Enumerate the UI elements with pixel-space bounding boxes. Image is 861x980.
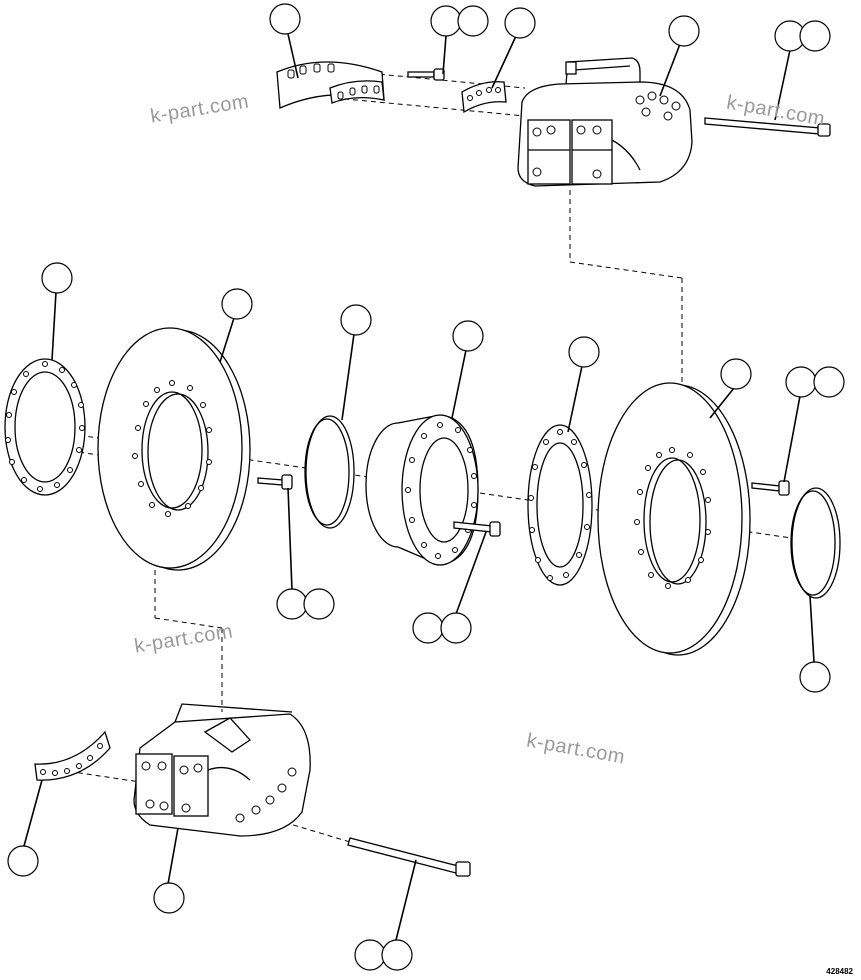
callout-balloon xyxy=(340,304,372,336)
callout-balloon xyxy=(452,320,484,352)
upper-short-bolt xyxy=(407,68,445,81)
drawing-number: 428482 xyxy=(826,967,853,976)
callout-balloon xyxy=(412,612,444,644)
gasket xyxy=(4,358,86,496)
callout-balloon xyxy=(153,882,185,914)
callout-balloon xyxy=(504,7,536,39)
callout-balloon xyxy=(813,366,845,398)
right-brake-disc xyxy=(597,382,751,656)
callout-balloons xyxy=(7,3,845,971)
callout-balloon xyxy=(720,358,752,390)
left-brake-disc xyxy=(97,327,251,571)
disc-bolt-right xyxy=(751,480,790,496)
callout-balloon xyxy=(269,3,301,35)
hub-bolt xyxy=(453,521,501,537)
upper-caliper xyxy=(517,57,693,187)
lower-long-bolt xyxy=(347,837,471,877)
callout-balloon xyxy=(7,845,39,877)
hub-flange-ring xyxy=(527,424,593,586)
callout-balloon xyxy=(276,588,308,620)
seal-ring-right xyxy=(790,487,841,599)
callout-balloon xyxy=(668,15,700,47)
callout-balloon xyxy=(41,262,73,294)
disc-hub xyxy=(365,414,479,566)
callout-balloon xyxy=(440,612,472,644)
lower-caliper xyxy=(133,703,311,837)
callout-balloon xyxy=(799,20,831,52)
seal-ring-left xyxy=(304,415,355,529)
callout-balloon xyxy=(303,588,335,620)
callout-balloon xyxy=(221,288,253,320)
callout-balloon xyxy=(568,336,600,368)
disc-bolt-left xyxy=(257,474,293,490)
callout-balloon xyxy=(785,366,817,398)
callout-balloon xyxy=(430,5,462,37)
callout-balloon xyxy=(354,939,386,971)
callout-leader-lines xyxy=(23,33,815,941)
upper-shim-left xyxy=(276,61,385,109)
callout-balloon xyxy=(799,661,831,693)
upper-long-bolt xyxy=(704,117,831,137)
upper-shim-right xyxy=(461,81,507,114)
lower-shim xyxy=(34,730,111,781)
callout-balloon xyxy=(457,5,489,37)
callout-balloon xyxy=(381,939,413,971)
